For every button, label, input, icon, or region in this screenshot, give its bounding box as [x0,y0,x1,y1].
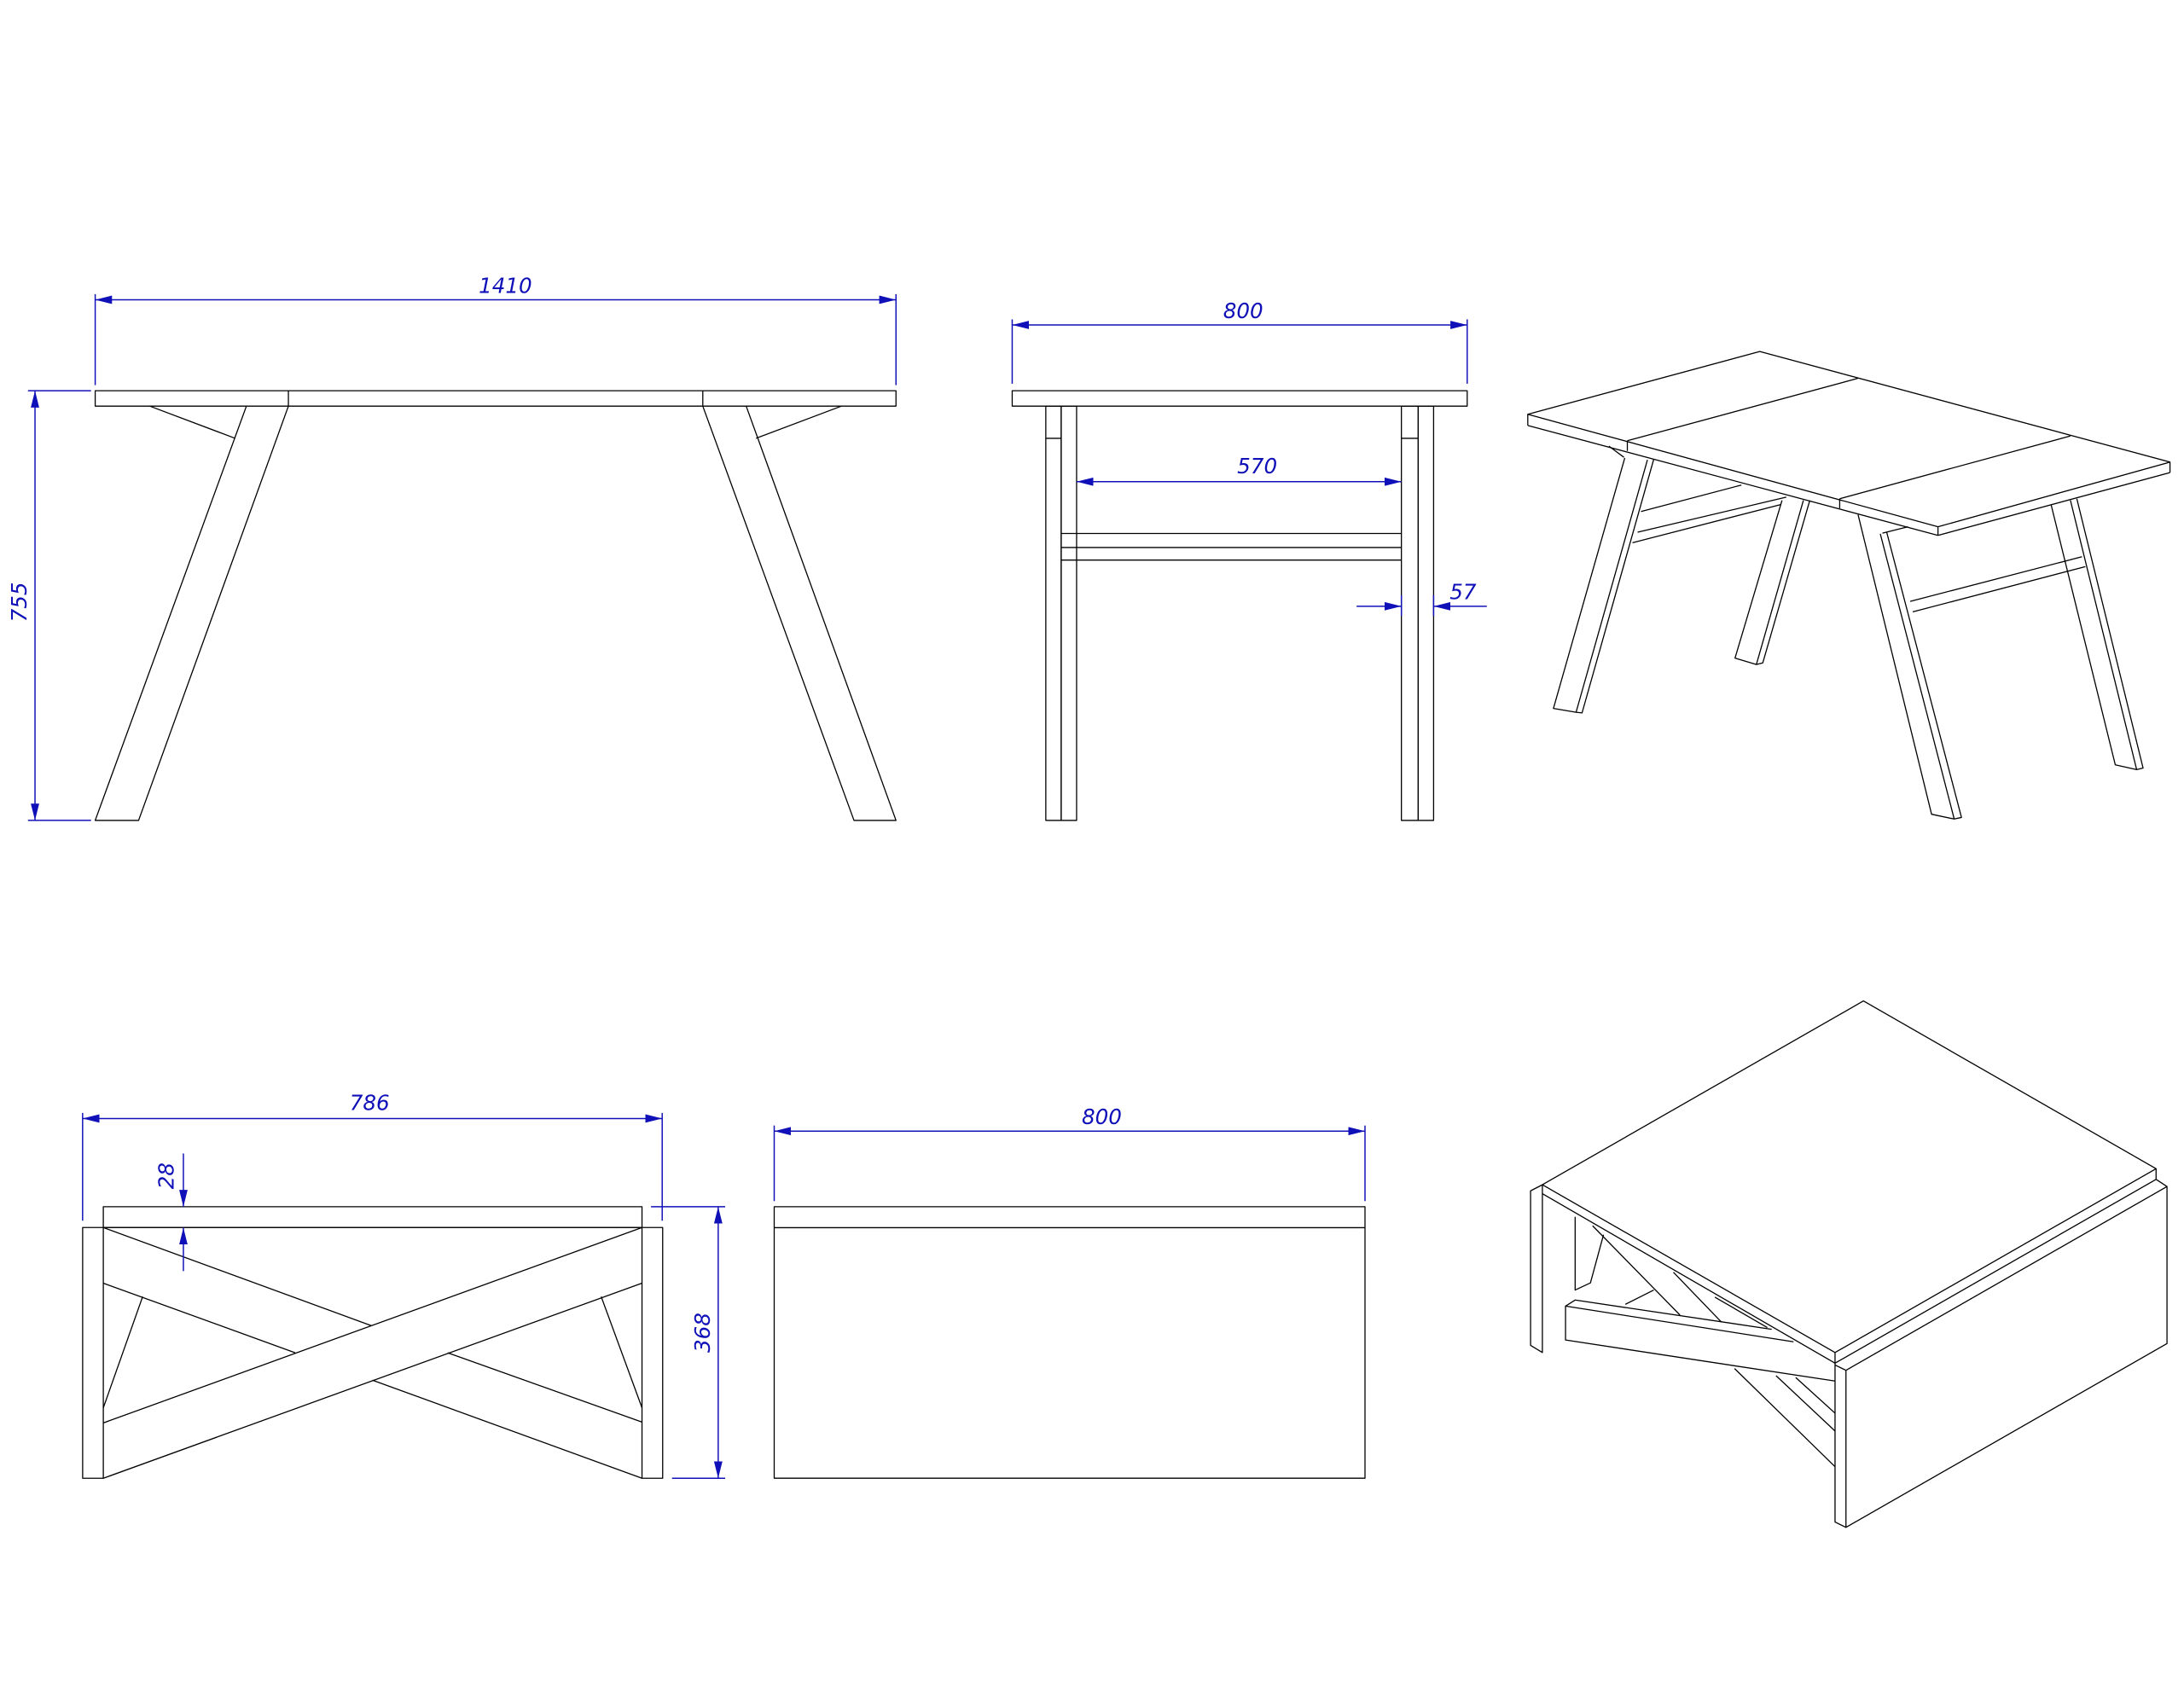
folded-side-view: 786 28 368 [82,1091,726,1479]
dimension-length: 1410 [94,273,897,386]
dimension-label: 755 [7,582,32,622]
table-outline [96,391,897,820]
isometric-view-folded [1531,1001,2167,1528]
dimension-label: 800 [1223,299,1263,323]
dimension-height: 755 [7,390,91,821]
table-outline [1012,391,1467,820]
folded-front-view: 800 [774,1104,1365,1478]
dimension-label: 570 [1237,454,1277,478]
table-outline [83,1207,663,1478]
front-view: 1410 755 [7,273,896,820]
dimension-label: 786 [350,1091,390,1116]
dimension-top-thickness: 28 [154,1153,188,1272]
dimension-width: 800 [1011,299,1468,384]
dimension-label: 28 [154,1162,178,1189]
dimension-label: 800 [1082,1104,1122,1129]
dimension-inner-span: 570 [1076,454,1402,486]
dimension-width: 800 [773,1104,1366,1202]
dimension-label: 57 [1449,580,1477,605]
isometric-view-unfolded [1528,351,2170,819]
side-view: 800 570 57 [1011,299,1487,820]
dimension-height: 368 [651,1206,726,1479]
dimension-leg-width: 57 [1356,580,1487,617]
dimension-length: 786 [82,1091,663,1221]
dimension-label: 368 [690,1313,715,1353]
dimension-label: 1410 [479,273,532,298]
